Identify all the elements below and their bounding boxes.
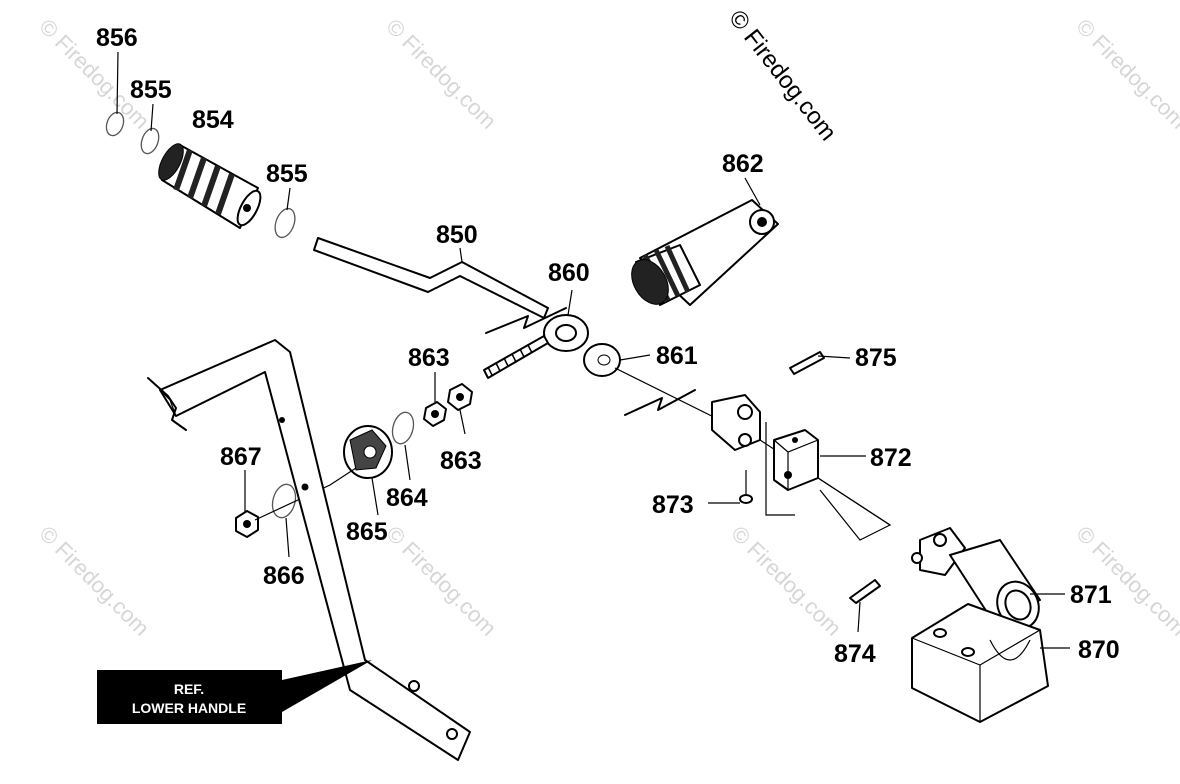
washer-855-right [274, 207, 296, 239]
washer-856 [105, 111, 125, 137]
pin-873 [739, 470, 753, 504]
watermark-bottom-center: © Firedog.com [381, 521, 501, 641]
watermark-top-center: © Firedog.com [381, 14, 501, 134]
callout-855-right: 855 [266, 160, 308, 188]
block-872 [773, 429, 819, 491]
callout-854: 854 [192, 106, 234, 134]
bracket-865 [343, 425, 393, 479]
watermark-bottom-mid-right: © Firedog.com [726, 521, 846, 641]
callout-856: 856 [96, 24, 138, 52]
clevis-upper [711, 394, 761, 451]
callout-861: 861 [656, 342, 698, 370]
reference-line-2: LOWER HANDLE [132, 700, 246, 716]
callout-872: 872 [870, 444, 912, 472]
nut-867 [235, 510, 259, 538]
callout-860: 860 [548, 259, 590, 287]
callout-864: 864 [386, 484, 428, 512]
lower-handle [147, 339, 471, 761]
break-symbol-lower [624, 389, 696, 416]
callout-870: 870 [1078, 636, 1120, 664]
washer-855-left [140, 127, 160, 155]
bracket-guide [765, 422, 892, 541]
callout-862: 862 [722, 150, 764, 178]
copyright-notice: © Firedog.com [723, 5, 841, 146]
callout-866: 866 [263, 562, 305, 590]
callout-867: 867 [220, 443, 262, 471]
watermark-bottom-left: © Firedog.com [34, 521, 154, 641]
callout-863-upper: 863 [408, 344, 450, 372]
washer-864 [391, 411, 415, 445]
break-symbol-upper [485, 307, 567, 334]
callout-863-lower: 863 [440, 447, 482, 475]
callouts: 856 855 854 855 850 862 860 861 875 863 … [96, 24, 1120, 668]
watermark-top-right: © Firedog.com [1071, 14, 1180, 134]
grip-854 [158, 143, 262, 229]
callout-874: 874 [834, 640, 876, 668]
pin-874 [849, 579, 881, 604]
reference-line-1: REF. [174, 681, 204, 697]
reference-box-background [97, 670, 282, 724]
callout-855-left: 855 [130, 76, 172, 104]
callout-875: 875 [855, 344, 897, 372]
base-870 [911, 603, 1049, 723]
washer-861 [583, 343, 621, 377]
nut-863-right [447, 383, 473, 411]
callout-865: 865 [346, 518, 388, 546]
callout-871: 871 [1070, 581, 1112, 609]
eye-bolt-860 [483, 314, 589, 379]
callout-873: 873 [652, 491, 694, 519]
nut-863-left [423, 401, 447, 427]
pin-875 [789, 351, 825, 375]
shift-rod-850 [313, 237, 549, 319]
grip-862 [631, 199, 779, 306]
reference-lower-handle: REF. LOWER HANDLE [97, 660, 372, 724]
leader-lines [116, 51, 1070, 649]
axis-line-lower-bolt [254, 467, 357, 521]
callout-850: 850 [436, 221, 478, 249]
